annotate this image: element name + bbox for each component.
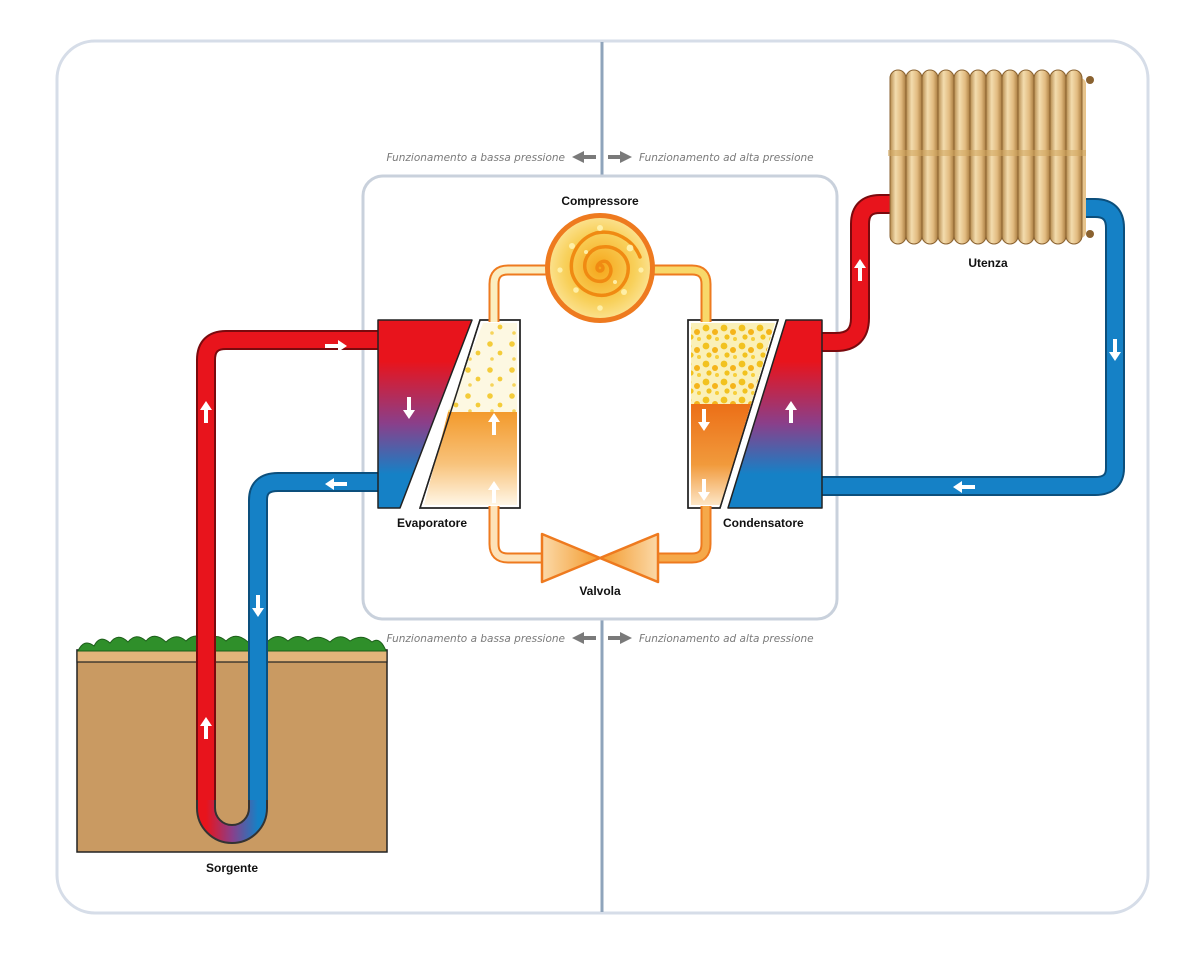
high-pressure-note-top: Funzionamento ad alta pressione (639, 152, 814, 164)
pressure-notes-bottom: Funzionamento a bassa pressione Funziona… (386, 632, 814, 645)
source-label: Sorgente (206, 861, 258, 875)
user-label: Utenza (968, 256, 1008, 270)
source-ground (76, 635, 388, 853)
expansion-valve-icon (540, 532, 660, 584)
source-cold-pipe (248, 472, 382, 805)
source-u-bend (196, 800, 268, 844)
high-pressure-note-bottom: Funzionamento ad alta pressione (639, 633, 814, 645)
pressure-notes-top: Funzionamento a bassa pressione Funziona… (386, 151, 814, 164)
radiator-icon (888, 69, 1094, 245)
refrigerant-gas-line (488, 264, 712, 322)
refrigerant-liquid-line (488, 506, 712, 564)
compressor-label: Compressore (561, 194, 639, 208)
source-hot-pipe (196, 330, 382, 805)
evaporator-label: Evaporatore (397, 516, 467, 530)
double-arrow-icon (572, 632, 632, 644)
compressor-spiral-icon (545, 213, 655, 323)
double-arrow-icon (572, 151, 632, 163)
low-pressure-note-top: Funzionamento a bassa pressione (386, 152, 565, 164)
evaporator-exchanger (377, 319, 521, 509)
condenser-exchanger (687, 319, 823, 509)
condenser-label: Condensatore (723, 516, 804, 530)
low-pressure-note-bottom: Funzionamento a bassa pressione (386, 633, 565, 645)
valve-label: Valvola (579, 584, 621, 598)
